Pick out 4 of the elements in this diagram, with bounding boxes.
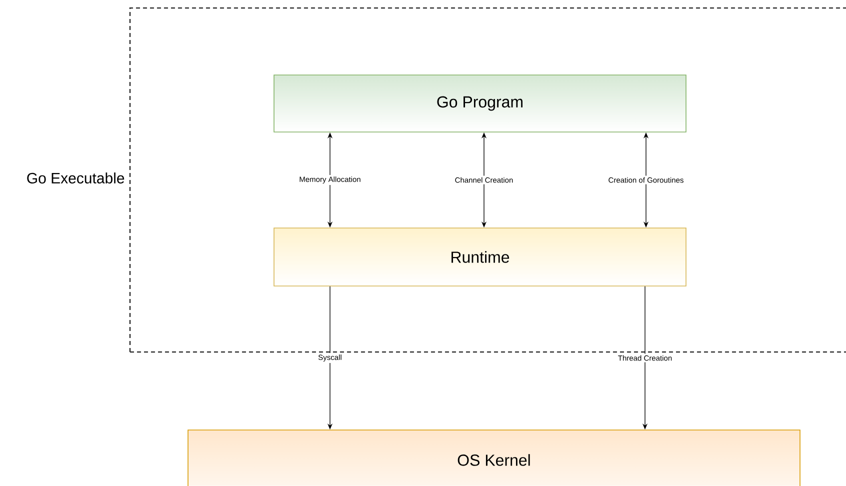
process-box: Go Program (274, 74, 686, 132)
process-box: OS Kernel (188, 430, 800, 486)
process-box: Runtime (274, 228, 686, 286)
node-label: Go Executable (27, 172, 124, 184)
